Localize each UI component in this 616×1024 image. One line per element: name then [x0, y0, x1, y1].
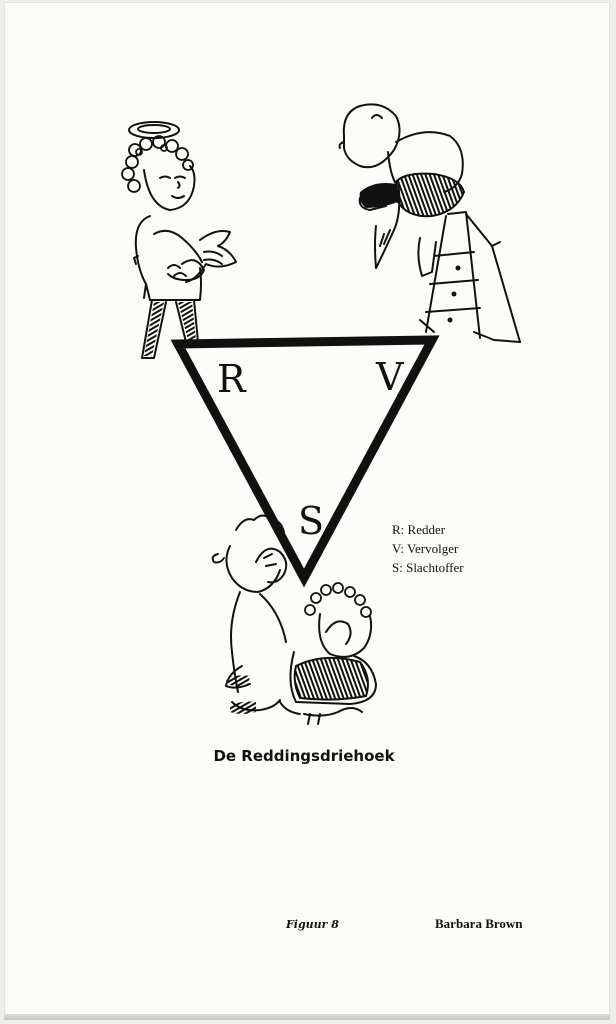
corner-label-rescuer: R: [217, 357, 246, 401]
illustrator-credit: Barbara Brown: [435, 916, 523, 931]
figure-label: Figuur 8: [286, 918, 339, 931]
persecutor-trousers-stripes: [359, 172, 466, 218]
corner-label-victim: S: [298, 499, 325, 543]
diagram-title: De Reddingsdriehoek: [213, 747, 395, 765]
drama-triangle-illustration: [121, 103, 521, 725]
triangle: [170, 335, 440, 588]
corner-label-persecutor: V: [376, 355, 404, 399]
legend-item-persecutor: V: Vervolger: [392, 541, 459, 556]
victim-shorts-stripes: [228, 656, 369, 714]
legend: R: Redder V: Vervolger S: Slachtoffer: [392, 520, 464, 577]
ladder-holes: [447, 265, 461, 323]
legend-item-rescuer: R: Redder: [392, 522, 446, 537]
persecutor-figure: [338, 103, 521, 343]
angel-figure: [121, 121, 237, 359]
angel-legs-stripes: [144, 302, 196, 356]
book-page: R V S R: Redder V: Vervolger S: Slachtof…: [4, 2, 610, 1020]
legend-item-victim: S: Slachtoffer: [392, 560, 464, 575]
victim-figures: [211, 514, 377, 725]
page-edge: [4, 1014, 610, 1020]
